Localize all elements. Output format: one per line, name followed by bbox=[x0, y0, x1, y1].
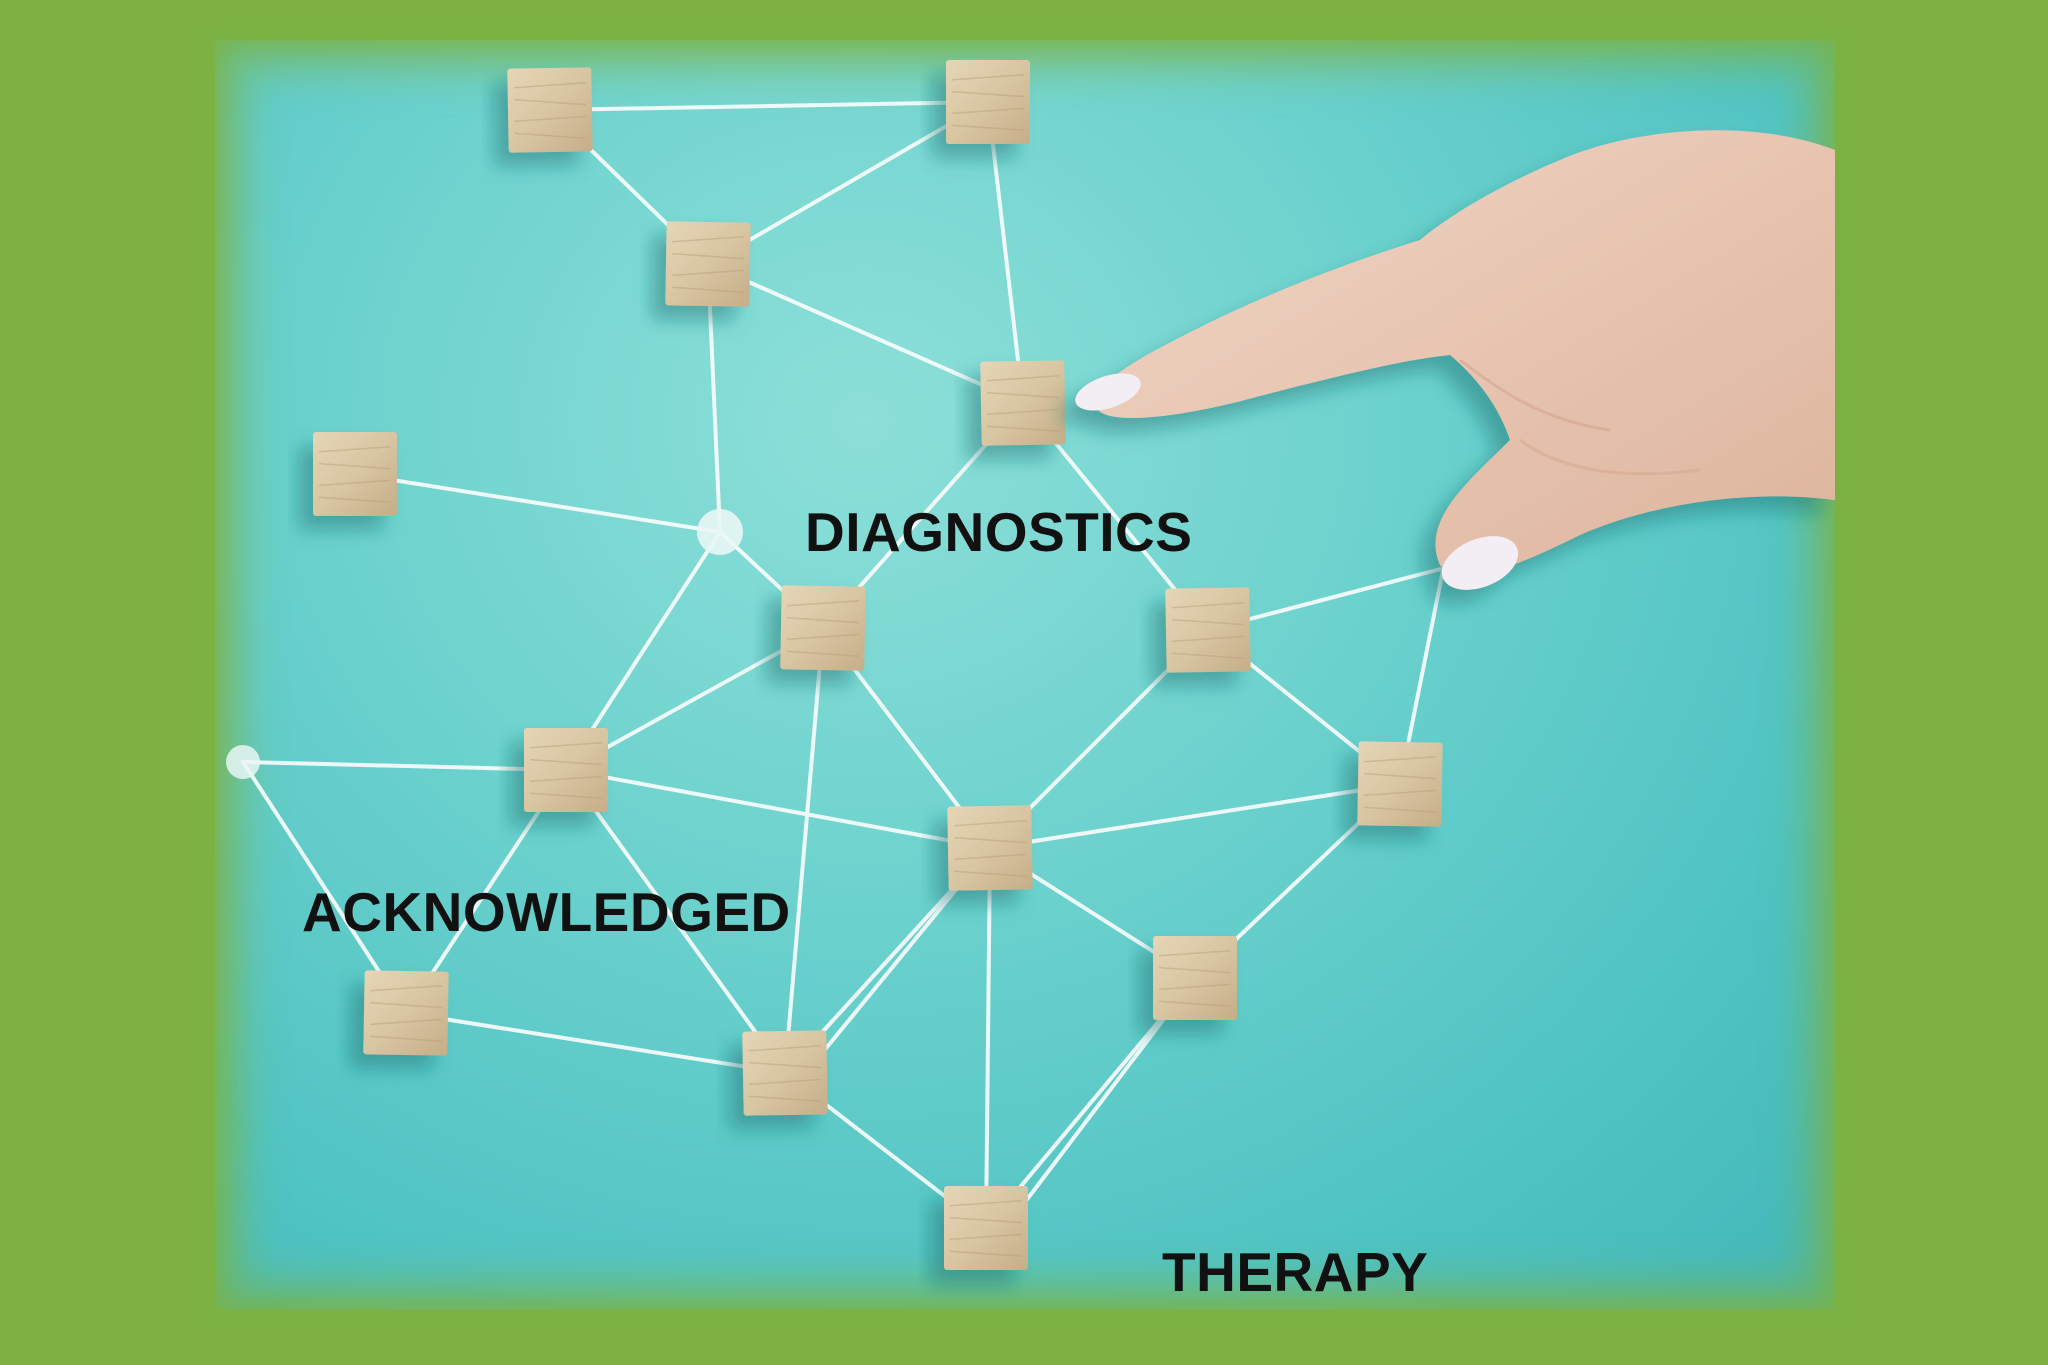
string-line bbox=[706, 100, 990, 266]
string-line bbox=[564, 626, 825, 772]
string-line bbox=[998, 976, 1197, 1237]
wooden-block-icon bbox=[1153, 936, 1237, 1020]
pushpin-icon bbox=[697, 509, 743, 555]
wooden-block-icon bbox=[947, 805, 1033, 891]
string-line bbox=[353, 472, 722, 534]
pushpin-icon bbox=[226, 745, 260, 779]
pointing-hand-icon bbox=[1075, 130, 1835, 590]
string-line bbox=[564, 768, 787, 1075]
label-therapy: THERAPY bbox=[1162, 1241, 1429, 1303]
wooden-block-icon bbox=[980, 360, 1066, 446]
label-diagnostics: DIAGNOSTICS bbox=[805, 501, 1193, 563]
string-line bbox=[783, 626, 825, 1075]
wooden-block-icon bbox=[1165, 587, 1251, 673]
wooden-block-icon bbox=[742, 1030, 828, 1116]
string-line bbox=[241, 760, 568, 772]
string-line bbox=[706, 262, 722, 534]
string-line bbox=[564, 768, 992, 850]
wooden-block-icon bbox=[665, 221, 751, 307]
wooden-block-icon bbox=[1357, 741, 1443, 827]
wooden-block-icon bbox=[780, 585, 866, 671]
wooden-block-icon bbox=[944, 1186, 1028, 1270]
string-line bbox=[988, 782, 1402, 850]
wooden-block-icon bbox=[524, 728, 608, 812]
wooden-block-icon bbox=[507, 67, 593, 153]
string-line bbox=[404, 1011, 787, 1075]
string-line bbox=[984, 846, 992, 1230]
wooden-block-icon bbox=[363, 970, 449, 1056]
wooden-block-icon bbox=[313, 432, 397, 516]
wooden-block-icon bbox=[946, 60, 1030, 144]
label-acknowledged: ACKNOWLEDGED bbox=[302, 881, 791, 943]
wooden-blocks bbox=[313, 60, 1443, 1270]
string-line bbox=[1206, 558, 1477, 632]
string-line bbox=[706, 262, 1025, 405]
string-line bbox=[548, 100, 990, 112]
string-line bbox=[986, 100, 1025, 405]
